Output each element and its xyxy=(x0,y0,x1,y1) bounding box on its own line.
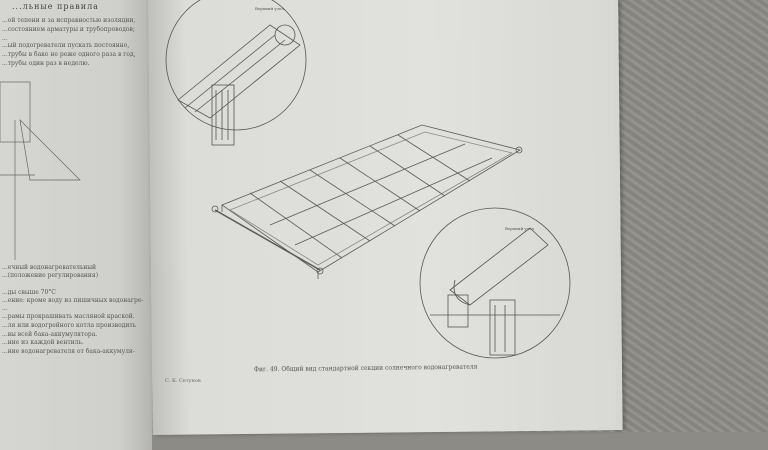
text-line: ...вы всей бака-аккумулятора. xyxy=(2,331,98,338)
text-line: ...ля или водогрейного котла производить xyxy=(2,322,137,329)
text-line: ...ый подогреватели пускать постоянно, xyxy=(2,42,130,49)
left-page-heading: ...льные правила xyxy=(12,2,99,11)
text-line: ...трубы один раз в неделю. xyxy=(2,60,90,67)
text-line: ...ечный водонагревательный xyxy=(2,264,97,271)
text-line: ...ние из каждой вентиль. xyxy=(2,339,84,346)
text-line: ...трубы в баке не реже одного раза в го… xyxy=(2,51,136,58)
text-line: ... xyxy=(2,35,8,42)
text-line: ...состоянием арматуры и трубопроводов; xyxy=(2,26,135,33)
text-line: ...рамы прокрашивать масляной краской. xyxy=(2,313,135,320)
solar-panel-section xyxy=(211,124,523,279)
page-footer-author: С. К. Сетунов xyxy=(165,378,201,384)
text-line: ...ение: кроме воду из пишичных водонагр… xyxy=(2,297,144,304)
text-line: ...ой тепени и за исправностью изоляции, xyxy=(2,17,136,24)
detail-circle-bottom xyxy=(419,207,571,359)
text-line: ...ды свыше 70°С xyxy=(2,289,56,296)
page-fold xyxy=(365,0,615,432)
detail-bottom-label: Верхний узел xyxy=(505,226,534,231)
text-line: ...ние водонагревателя от бака-аккумуля- xyxy=(2,348,135,355)
figure-drawing: Верхний узел Верхний узел xyxy=(0,0,571,359)
left-page-diagram xyxy=(0,81,81,260)
detail-top-label: Верхний узел xyxy=(255,6,284,11)
detail-circle-top xyxy=(165,0,307,146)
text-line: ...(положение регулирования) xyxy=(2,272,99,279)
text-line: ... xyxy=(2,305,8,312)
left-page xyxy=(0,0,152,450)
